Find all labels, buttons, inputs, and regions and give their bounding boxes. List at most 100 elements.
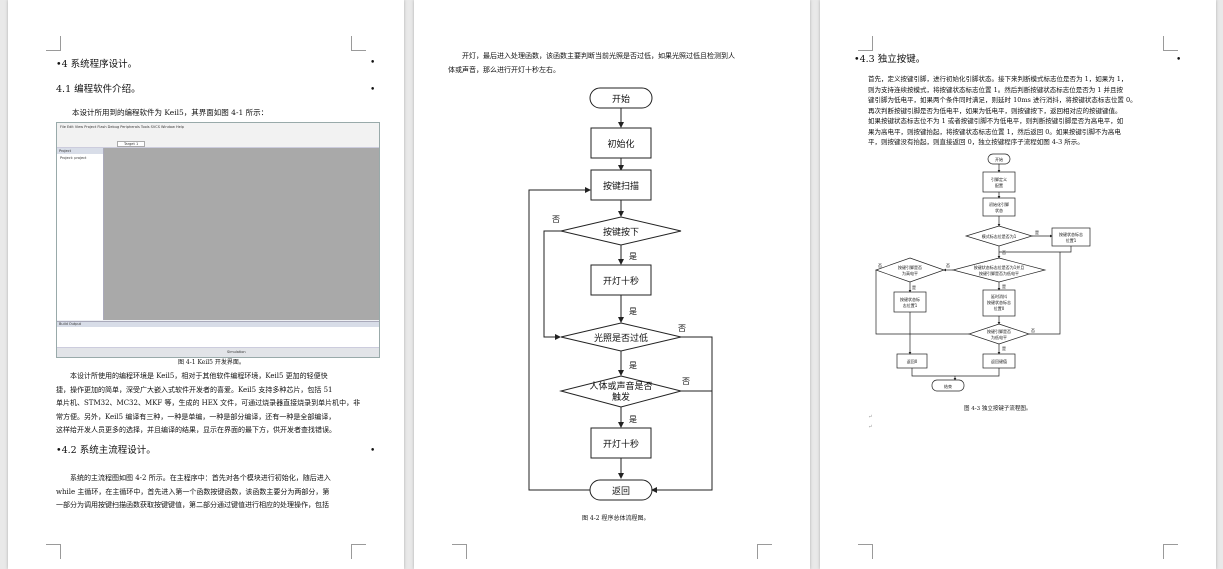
paragraph-mark: • xyxy=(1176,55,1182,65)
paragraph-mark: • xyxy=(370,85,376,95)
keil-paragraph-line: 本设计所使用的编程环境是 Keil5，相对于其他软件编程环境，Keil5 更加的… xyxy=(70,372,328,380)
heading-section-4-2: •4.2 系统主流程设计。 xyxy=(56,445,156,456)
flow-light-on-text-2: 开灯十秒 xyxy=(603,438,639,450)
sub-flow-yes-label: 是 xyxy=(1002,283,1006,289)
build-output-header: Build Output xyxy=(57,322,379,327)
sub-flow-return-0: 返回0 xyxy=(907,358,918,364)
crop-mark xyxy=(757,544,772,559)
crop-mark xyxy=(1163,544,1178,559)
button-paragraph-line: 平，则按键没有抬起，则直接返回 0，独立按键程序子流程如图 4-3 所示。 xyxy=(868,138,1084,146)
target-select: Target 1 xyxy=(117,141,146,147)
processing-paragraph-line: 开灯，最后进入处理函数，该函数主要判断当前光照是否过低，如果光照过低且检测到人 xyxy=(462,52,735,60)
document-page-3: •4.3 独立按键。 • 首先，定义按键引脚，进行初始化引脚状态。接下来判断模式… xyxy=(820,0,1216,569)
sub-flow-pin-high-2: 为高电平 xyxy=(902,270,918,276)
sub-flow-mode: 模式标志位是否为1 xyxy=(982,233,1017,239)
sub-flow-init: 初始化引脚 xyxy=(989,201,1009,207)
heading-section-4-1: 4.1 编程软件介绍。 xyxy=(56,84,141,95)
flow-body-text-1: 人体或声音是否 xyxy=(589,380,652,392)
figure-caption: 图 4-3 独立按键子流程图。 xyxy=(964,406,1032,412)
keil-paragraph-line: 捷，操作更加的简单，深受广大嵌入式软件开发者的喜爱。Keil5 支持多种芯片，包… xyxy=(56,385,333,394)
sub-flow-no-label: 否 xyxy=(946,263,950,268)
paragraph-mark: • xyxy=(370,58,376,68)
crop-mark xyxy=(46,544,61,559)
document-page-1: •4 系统程序设计。 • 4.1 编程软件介绍。 • 本设计所用到的编程软件为 … xyxy=(8,0,404,569)
main-flowchart: 开始 初始化 按键扫描 按键按下 开灯十秒 光照是否过低 人体或声音是否 触发 … xyxy=(528,87,713,501)
paragraph-mark: ↵ xyxy=(868,424,873,430)
crop-mark xyxy=(858,544,873,559)
crop-mark xyxy=(1163,36,1178,51)
flow-yes-label: 是 xyxy=(629,252,637,261)
button-paragraph-line: 则为支持连续按模式，将按键状态标志位置 1。然后判断按键状态标志位是否为 1 并… xyxy=(868,85,1123,94)
flow-start-text: 开始 xyxy=(612,93,630,105)
crop-mark xyxy=(351,544,366,559)
sub-flow-init-2: 状态 xyxy=(995,207,1003,213)
build-output-panel: Build Output xyxy=(57,321,379,348)
paragraph-mark: • xyxy=(370,446,376,456)
flow-no-label: 否 xyxy=(552,215,560,224)
sub-flow-yes-label: 是 xyxy=(1002,345,1006,351)
sub-flow-end: 结束 xyxy=(944,383,952,389)
processing-paragraph-line: 体或声音，那么进行开灯十秒左右。 xyxy=(448,65,560,74)
button-paragraph-line: 键引脚为低电平，如果两个条件同时满足，则延时 10ms 进行消抖，将按键状态标志… xyxy=(868,96,1137,104)
flow-init-text: 初始化 xyxy=(607,138,634,150)
build-output-title: Build Output xyxy=(59,322,82,326)
sub-flow-no-label: 否 xyxy=(1031,328,1035,333)
sub-flow-no-label: 否 xyxy=(1002,250,1006,255)
button-paragraph-line: 果为高电平，则按键抬起，将按键状态标志位置 1，然后返回 0。如果按键引脚不为高… xyxy=(868,127,1121,136)
keil-paragraph-line: 这样给开发人员更多的选择，并且编译的结果，显示在界面的最下方，供开发者查找错误。 xyxy=(56,426,336,434)
flow-light-low-text: 光照是否过低 xyxy=(594,332,648,344)
flow-yes-label: 是 xyxy=(629,361,637,370)
crop-mark xyxy=(858,36,873,51)
document-page-2: 开灯，最后进入处理函数，该函数主要判断当前光照是否过低，如果光照过低且检测到人体… xyxy=(414,0,810,569)
sub-flow-set-flag-b-2: 志位置1 xyxy=(903,302,918,308)
main-flow-paragraph-line: while 主循环，在主循环中，首先进入第一个函数按键函数，该函数主要分为两部分… xyxy=(56,487,330,496)
sub-flow-set-flag-2: 位置1 xyxy=(1066,237,1077,243)
sub-flow-no-label: 否 xyxy=(878,263,882,268)
keil-paragraph-line: 单片机、STM32、MC32、MKF 等，生成的 HEX 文件，可通过烧录器直接… xyxy=(56,399,361,407)
flow-body-text-2: 触发 xyxy=(612,391,630,403)
sub-flow-delay: 延时消抖 xyxy=(991,293,1007,299)
flow-no-label: 否 xyxy=(678,324,686,333)
project-tree-item: Project: project xyxy=(60,156,87,160)
flow-light-on-text-1: 开灯十秒 xyxy=(603,275,639,287)
button-flowchart: 开始 引脚定义 配置 初始化引脚 状态 模式标志位是否为1 按键状态标志 位置1… xyxy=(874,153,1091,392)
sub-flow-delay-3: 位置0 xyxy=(994,305,1005,311)
project-panel-title: Project xyxy=(59,149,71,153)
flow-no-label: 否 xyxy=(682,377,690,386)
main-flow-paragraph: 系统的主流程图如图 4-2 所示。在主程序中：首先对各个模块进行初始化，随后进入… xyxy=(56,472,331,513)
main-flow-paragraph-line: 一部分为调用按键扫描函数获取按键键值，第二部分通过键值进行相应的处理操作，包括 xyxy=(56,501,329,509)
crop-mark xyxy=(351,36,366,51)
editor-area xyxy=(104,148,379,320)
toolbar-2: Target 1 xyxy=(57,139,379,153)
status-bar: Simulation xyxy=(57,347,379,357)
figure-caption: 图 4-1 Keil5 开发界面。 xyxy=(178,359,245,366)
sub-flow-define-2: 配置 xyxy=(995,182,1003,188)
keil5-screenshot: File Edit View Project Flash Debug Perip… xyxy=(56,122,380,358)
crop-mark xyxy=(46,36,61,51)
keil-paragraph-line: 常方便。另外，Keil5 编译有三种，一种是单编，一种是部分编译，还有一种是全部… xyxy=(56,412,336,421)
sub-flow-set-flag: 按键状态标志 xyxy=(1059,231,1083,237)
sub-flow-start: 开始 xyxy=(995,156,1003,162)
heading-section-4-3: •4.3 独立按键。 xyxy=(854,54,926,65)
project-panel: Project Project: project xyxy=(57,148,104,320)
heading-section-4: •4 系统程序设计。 xyxy=(56,59,138,70)
sub-flow-both: 按键状态标志位是否为1并且 xyxy=(974,264,1025,270)
status-text: Simulation xyxy=(227,350,246,354)
intro-paragraph: 本设计所用到的编程软件为 Keil5，其界面如图 4-1 所示： xyxy=(72,108,269,117)
flow-scan-node xyxy=(590,169,652,201)
paragraph-mark: ↵ xyxy=(868,414,873,420)
flow-yes-label: 是 xyxy=(629,307,637,316)
flow-scan-text: 按键扫描 xyxy=(603,180,639,192)
sub-flow-return-key: 返回键值 xyxy=(991,358,1007,364)
sub-flow-pin-low-2: 为低电平 xyxy=(991,334,1007,340)
sub-flow-pin-low: 按键引脚是否 xyxy=(987,328,1011,334)
sub-flow-both-2: 按键引脚是否为低电平 xyxy=(979,270,1019,276)
flow-init-node xyxy=(590,127,652,159)
sub-flow-pin-high: 按键引脚是否 xyxy=(898,264,922,270)
sub-flow-delay-2: 按键状态标志 xyxy=(987,299,1011,305)
button-paragraph: 首先，定义按键引脚，进行初始化引脚状态。接下来判断模式标志位是否为 1，如果为 … xyxy=(868,74,1137,148)
flow-yes-label: 是 xyxy=(629,415,637,424)
sub-flow-set-flag-b: 按键状态标 xyxy=(900,296,920,302)
sub-flow-yes-label: 是 xyxy=(912,284,916,290)
processing-paragraph: 开灯，最后进入处理函数，该函数主要判断当前光照是否过低，如果光照过低且检测到人体… xyxy=(448,50,735,77)
